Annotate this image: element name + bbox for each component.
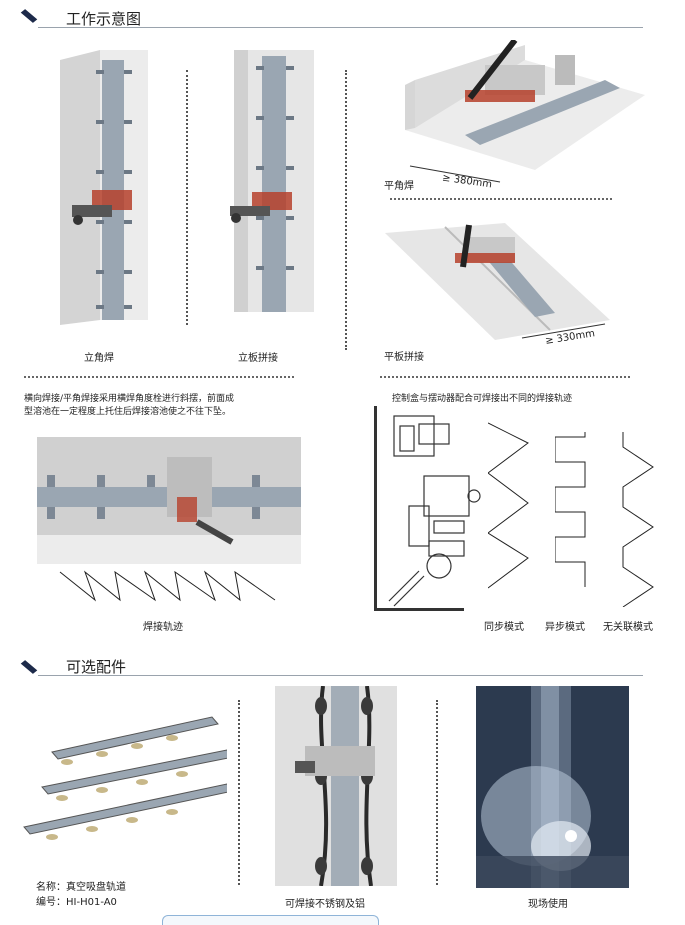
caption-product-code: 编号：HI-H01-A0 bbox=[36, 897, 117, 908]
divider-dotted-h bbox=[24, 376, 294, 378]
caption-weld-track: 焊接轨迹 bbox=[143, 622, 183, 633]
caption-vertical-butt: 立板拼接 bbox=[238, 353, 278, 364]
divider-dotted bbox=[436, 700, 438, 885]
caption-vertical-fillet: 立角焊 bbox=[84, 353, 114, 364]
caption-sync-mode: 同步模式 bbox=[484, 622, 524, 633]
oscillator-diagram bbox=[374, 406, 481, 611]
dimension-line-butt bbox=[521, 323, 606, 339]
section-rule bbox=[38, 675, 643, 676]
horizontal-note-line2: 型溶池在一定程度上托住后焊接溶池使之不往下坠。 bbox=[24, 407, 232, 417]
divider-dotted bbox=[238, 700, 240, 885]
divider-dotted-h bbox=[380, 376, 630, 378]
flat-fillet-image bbox=[405, 38, 645, 170]
section-title-work: 工作示意图 bbox=[66, 10, 142, 28]
caption-async-mode: 异步模式 bbox=[545, 622, 585, 633]
vertical-fillet-image bbox=[52, 50, 162, 330]
dimension-line-fillet bbox=[409, 165, 501, 183]
caption-flat-butt: 平板拼接 bbox=[384, 352, 424, 363]
divider-dotted bbox=[186, 70, 188, 325]
vertical-butt-image bbox=[222, 50, 322, 315]
flat-butt-image bbox=[385, 215, 610, 345]
partial-banner bbox=[162, 915, 379, 925]
divider-dotted bbox=[345, 70, 347, 350]
sync-mode-wave bbox=[488, 422, 529, 589]
section-marker bbox=[20, 660, 38, 674]
divider-dotted-h bbox=[390, 198, 612, 200]
weave-note: 控制盒与摆动器配合可焊接出不同的焊接轨迹 bbox=[392, 394, 573, 404]
horizontal-welding-image bbox=[37, 437, 301, 564]
caption-flat-fillet: 平角焊 bbox=[384, 181, 414, 192]
caption-stainless: 可焊接不锈钢及铝 bbox=[285, 899, 365, 910]
vacuum-rail-image bbox=[23, 716, 227, 840]
stainless-welding-image bbox=[275, 685, 397, 887]
caption-indep-mode: 无关联模式 bbox=[603, 622, 653, 633]
section-title-options: 可选配件 bbox=[66, 658, 127, 676]
section-marker bbox=[20, 9, 38, 23]
onsite-usage-image bbox=[476, 686, 629, 888]
caption-product-name: 名称：真空吸盘轨道 bbox=[36, 882, 126, 893]
async-mode-wave bbox=[555, 432, 586, 587]
weld-track-pattern bbox=[59, 570, 276, 602]
horizontal-note-line1: 横向焊接/平角焊接采用横焊角度栓进行斜摆，前面成 bbox=[24, 394, 235, 404]
independent-mode-wave bbox=[622, 432, 654, 607]
section-rule bbox=[38, 27, 643, 28]
caption-onsite: 现场使用 bbox=[528, 899, 568, 910]
